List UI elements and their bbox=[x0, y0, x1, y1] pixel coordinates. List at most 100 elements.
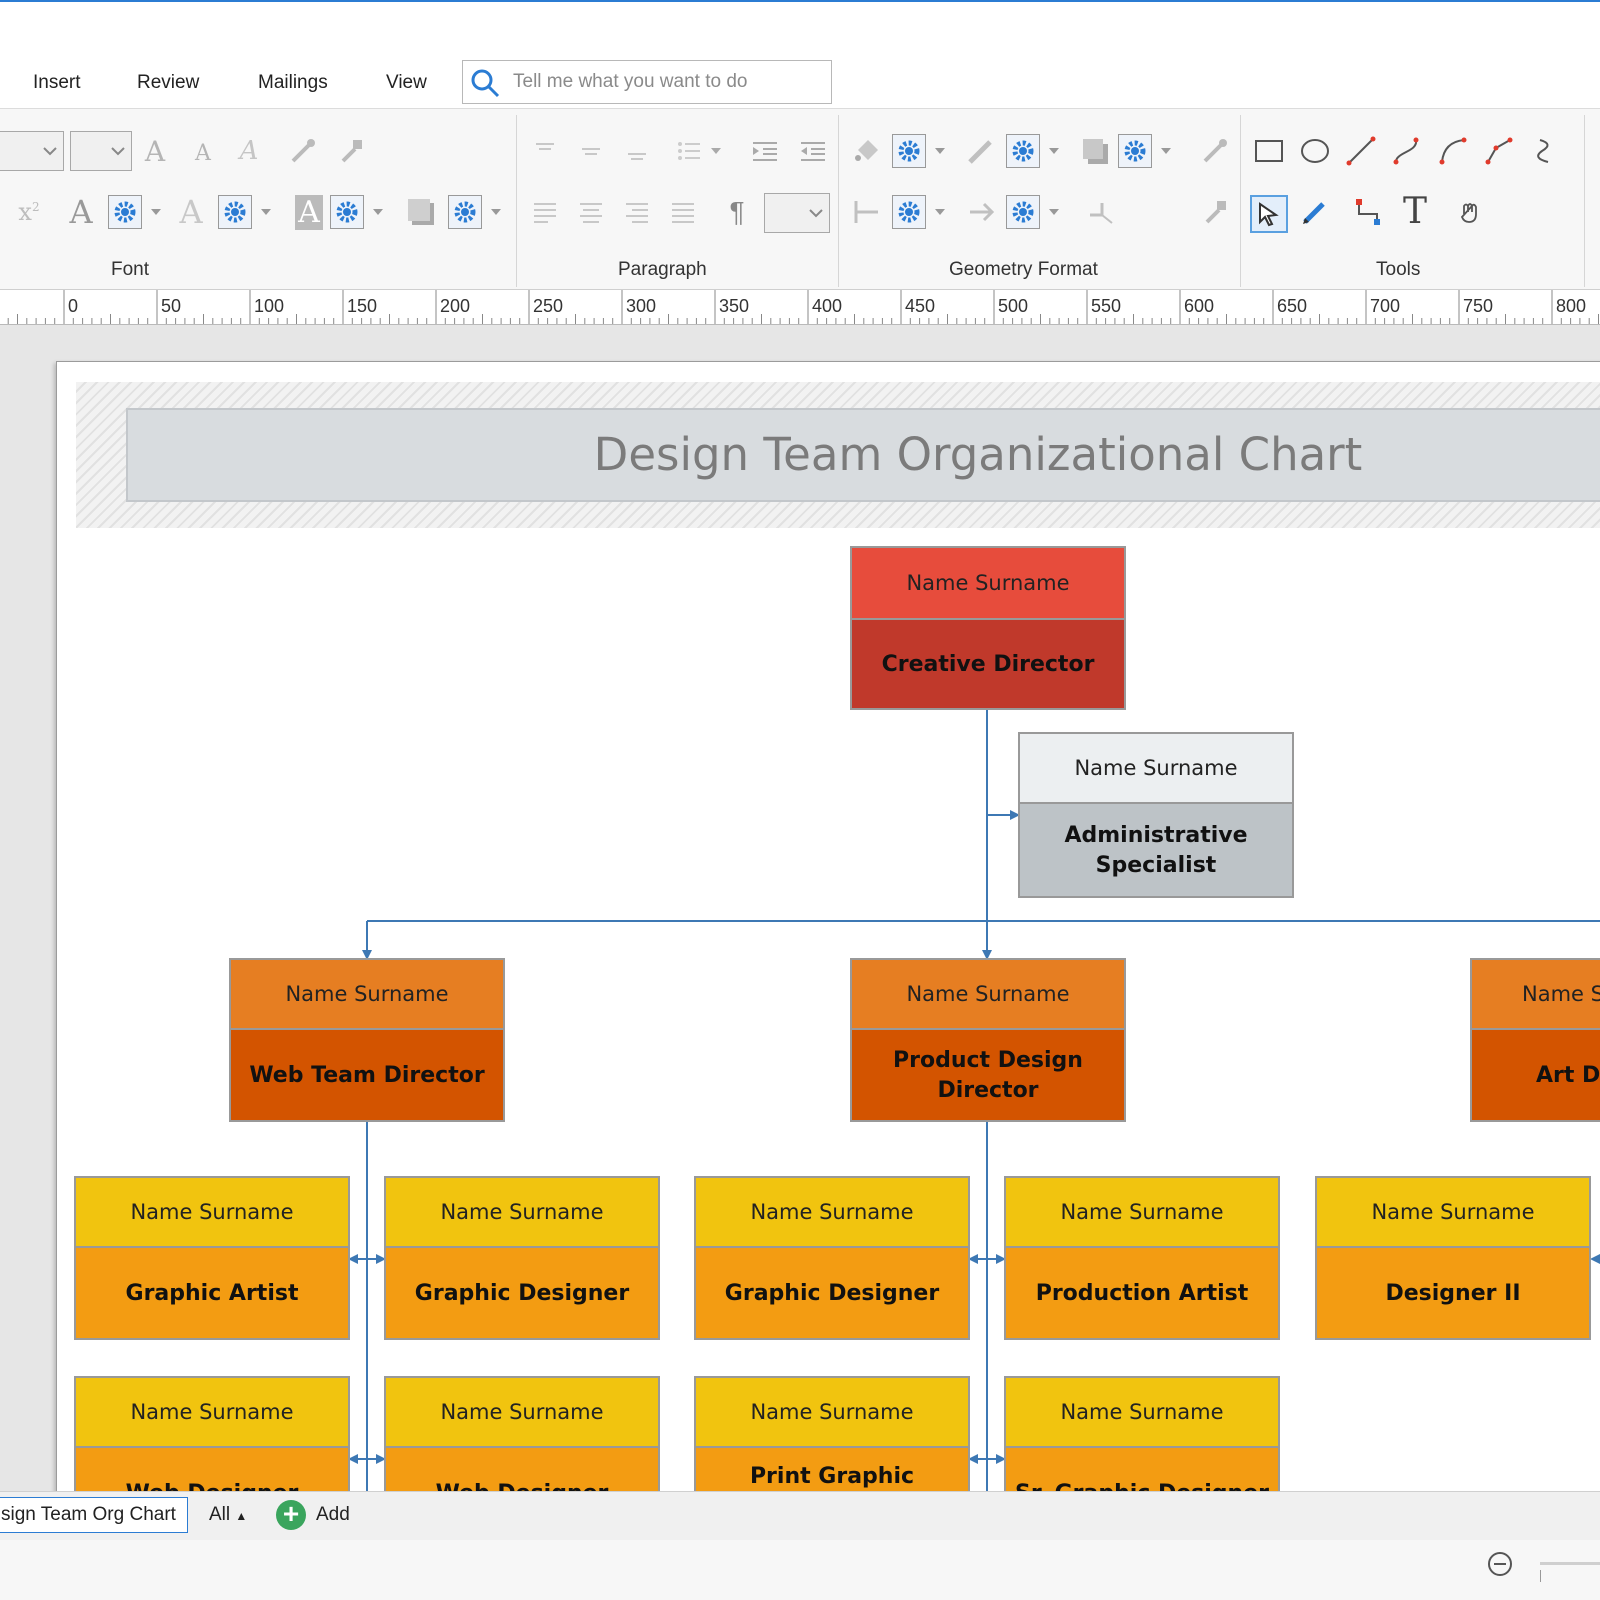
gear-icon[interactable] bbox=[108, 195, 142, 229]
chevron-down-icon[interactable] bbox=[1046, 134, 1062, 168]
node-administrative-specialist[interactable]: Name Surname Administrative Specialist bbox=[1018, 732, 1294, 898]
node-graphic-artist[interactable]: Name Surname Graphic Artist bbox=[74, 1176, 350, 1340]
node-name: Name Surname bbox=[696, 1178, 968, 1248]
gear-icon[interactable] bbox=[330, 195, 364, 229]
text-background-icon[interactable] bbox=[404, 195, 438, 229]
paragraph-mark-icon[interactable]: ¶ bbox=[729, 196, 745, 227]
align-top-icon[interactable] bbox=[528, 134, 562, 168]
increase-indent-icon[interactable] bbox=[748, 134, 782, 168]
pencil-tool-icon[interactable] bbox=[1298, 195, 1332, 229]
chart-title: Design Team Organizational Chart bbox=[593, 428, 1363, 481]
gear-icon[interactable] bbox=[218, 195, 252, 229]
chevron-down-icon[interactable] bbox=[258, 195, 274, 229]
text-shadow-icon[interactable]: A bbox=[292, 194, 326, 230]
freeform-tool-icon[interactable] bbox=[1528, 134, 1562, 168]
decrease-indent-icon[interactable] bbox=[796, 134, 830, 168]
chevron-down-icon[interactable] bbox=[932, 134, 948, 168]
ribbon-separator bbox=[1240, 115, 1241, 287]
node-creative-director[interactable]: Name Surname Creative Director bbox=[850, 546, 1126, 710]
superscript-icon[interactable]: x2 bbox=[18, 198, 40, 226]
polyline-tool-icon[interactable] bbox=[1390, 134, 1424, 168]
text-tool-icon[interactable]: T bbox=[1402, 191, 1427, 232]
font-family-select[interactable] bbox=[0, 131, 64, 171]
chevron-down-icon[interactable] bbox=[932, 195, 948, 229]
node-product-design-director[interactable]: Name Surname Product Design Director bbox=[850, 958, 1126, 1122]
node-name: Name Surname bbox=[231, 960, 503, 1030]
line-tool-icon[interactable] bbox=[1344, 134, 1378, 168]
ribbon: A A A x2 A A A Font ¶ Paragraph Geometry… bbox=[0, 108, 1600, 290]
sheet-tab-design-team-org-chart[interactable]: sign Team Org Chart bbox=[0, 1497, 188, 1533]
ruler-number: 200 bbox=[440, 296, 471, 316]
rectangle-tool-icon[interactable] bbox=[1252, 134, 1286, 168]
fill-bucket-icon[interactable] bbox=[850, 134, 884, 168]
node-name: Name Surname bbox=[852, 548, 1124, 620]
add-sheet-button[interactable]: Add bbox=[316, 1504, 350, 1525]
shrink-font-icon[interactable]: A bbox=[195, 140, 211, 166]
grow-font-icon[interactable]: A bbox=[144, 134, 166, 168]
line-spacing-select[interactable] bbox=[764, 193, 830, 233]
menu-bar: Insert Review Mailings View bbox=[0, 58, 1600, 106]
ruler-number: 600 bbox=[1184, 296, 1215, 316]
menu-mailings[interactable]: Mailings bbox=[258, 72, 328, 93]
arc-tool-icon[interactable] bbox=[1436, 134, 1470, 168]
chevron-down-icon[interactable] bbox=[1158, 134, 1174, 168]
chevron-down-icon[interactable] bbox=[370, 195, 386, 229]
align-center-icon[interactable] bbox=[574, 195, 608, 229]
connector-style-icon[interactable] bbox=[1084, 195, 1118, 229]
chart-title-box[interactable]: Design Team Organizational Chart bbox=[126, 408, 1600, 502]
node-graphic-designer-product[interactable]: Name Surname Graphic Designer bbox=[694, 1176, 970, 1340]
clear-format-icon[interactable]: A bbox=[239, 136, 259, 166]
pointer-tool-icon[interactable] bbox=[1250, 195, 1288, 233]
gear-icon[interactable] bbox=[892, 134, 926, 168]
tell-me-search-box[interactable]: Tell me what you want to do bbox=[462, 60, 832, 104]
eyedropper-icon[interactable] bbox=[286, 134, 320, 168]
node-name: Name Surname bbox=[1006, 1378, 1278, 1448]
triangle-up-icon: ▲ bbox=[235, 1509, 248, 1523]
line-color-icon[interactable] bbox=[964, 134, 998, 168]
node-web-team-director[interactable]: Name Surname Web Team Director bbox=[229, 958, 505, 1122]
connector-tool-icon[interactable] bbox=[1352, 195, 1386, 229]
format-painter-icon[interactable] bbox=[334, 134, 368, 168]
gear-icon[interactable] bbox=[1118, 134, 1152, 168]
bezier-tool-icon[interactable] bbox=[1482, 134, 1516, 168]
node-designer-ii[interactable]: Name Surname Designer II bbox=[1315, 1176, 1591, 1340]
menu-view[interactable]: View bbox=[386, 72, 427, 93]
font-color-icon[interactable]: A bbox=[69, 193, 93, 231]
chevron-down-icon[interactable] bbox=[488, 195, 504, 229]
chevron-down-icon[interactable] bbox=[1046, 195, 1062, 229]
format-painter-icon[interactable] bbox=[1198, 195, 1232, 229]
ribbon-group-paragraph-label: Paragraph bbox=[618, 259, 707, 280]
font-size-select[interactable] bbox=[70, 131, 132, 171]
node-art-director[interactable]: Name S Art D bbox=[1470, 958, 1600, 1122]
node-production-artist[interactable]: Name Surname Production Artist bbox=[1004, 1176, 1280, 1340]
zoom-slider[interactable] bbox=[1540, 1562, 1600, 1565]
node-graphic-designer-web[interactable]: Name Surname Graphic Designer bbox=[384, 1176, 660, 1340]
gear-icon[interactable] bbox=[448, 195, 482, 229]
align-middle-icon[interactable] bbox=[574, 134, 608, 168]
add-sheet-icon[interactable]: + bbox=[276, 1500, 306, 1530]
gear-icon[interactable] bbox=[1006, 134, 1040, 168]
gear-icon[interactable] bbox=[892, 195, 926, 229]
zoom-out-icon[interactable] bbox=[1486, 1550, 1514, 1583]
align-left-icon[interactable] bbox=[528, 195, 562, 229]
pan-hand-icon[interactable] bbox=[1454, 195, 1488, 229]
node-role: Graphic Designer bbox=[386, 1248, 658, 1338]
bullet-list-icon[interactable] bbox=[672, 134, 706, 168]
ellipse-tool-icon[interactable] bbox=[1298, 134, 1332, 168]
end-arrow-icon[interactable] bbox=[964, 195, 998, 229]
shadow-icon[interactable] bbox=[1078, 134, 1112, 168]
menu-review[interactable]: Review bbox=[137, 72, 200, 93]
gear-icon[interactable] bbox=[1006, 195, 1040, 229]
menu-insert[interactable]: Insert bbox=[33, 72, 81, 93]
chevron-down-icon[interactable] bbox=[148, 195, 164, 229]
justify-icon[interactable] bbox=[666, 195, 700, 229]
chevron-down-icon[interactable] bbox=[708, 134, 724, 168]
text-outline-icon[interactable]: A bbox=[179, 193, 203, 231]
all-sheets-button[interactable]: All ▲ bbox=[209, 1504, 247, 1526]
begin-arrow-icon[interactable] bbox=[850, 195, 884, 229]
align-bottom-icon[interactable] bbox=[620, 134, 654, 168]
node-role: Administrative Specialist bbox=[1020, 804, 1292, 896]
align-right-icon[interactable] bbox=[620, 195, 654, 229]
eyedropper-icon[interactable] bbox=[1198, 134, 1232, 168]
